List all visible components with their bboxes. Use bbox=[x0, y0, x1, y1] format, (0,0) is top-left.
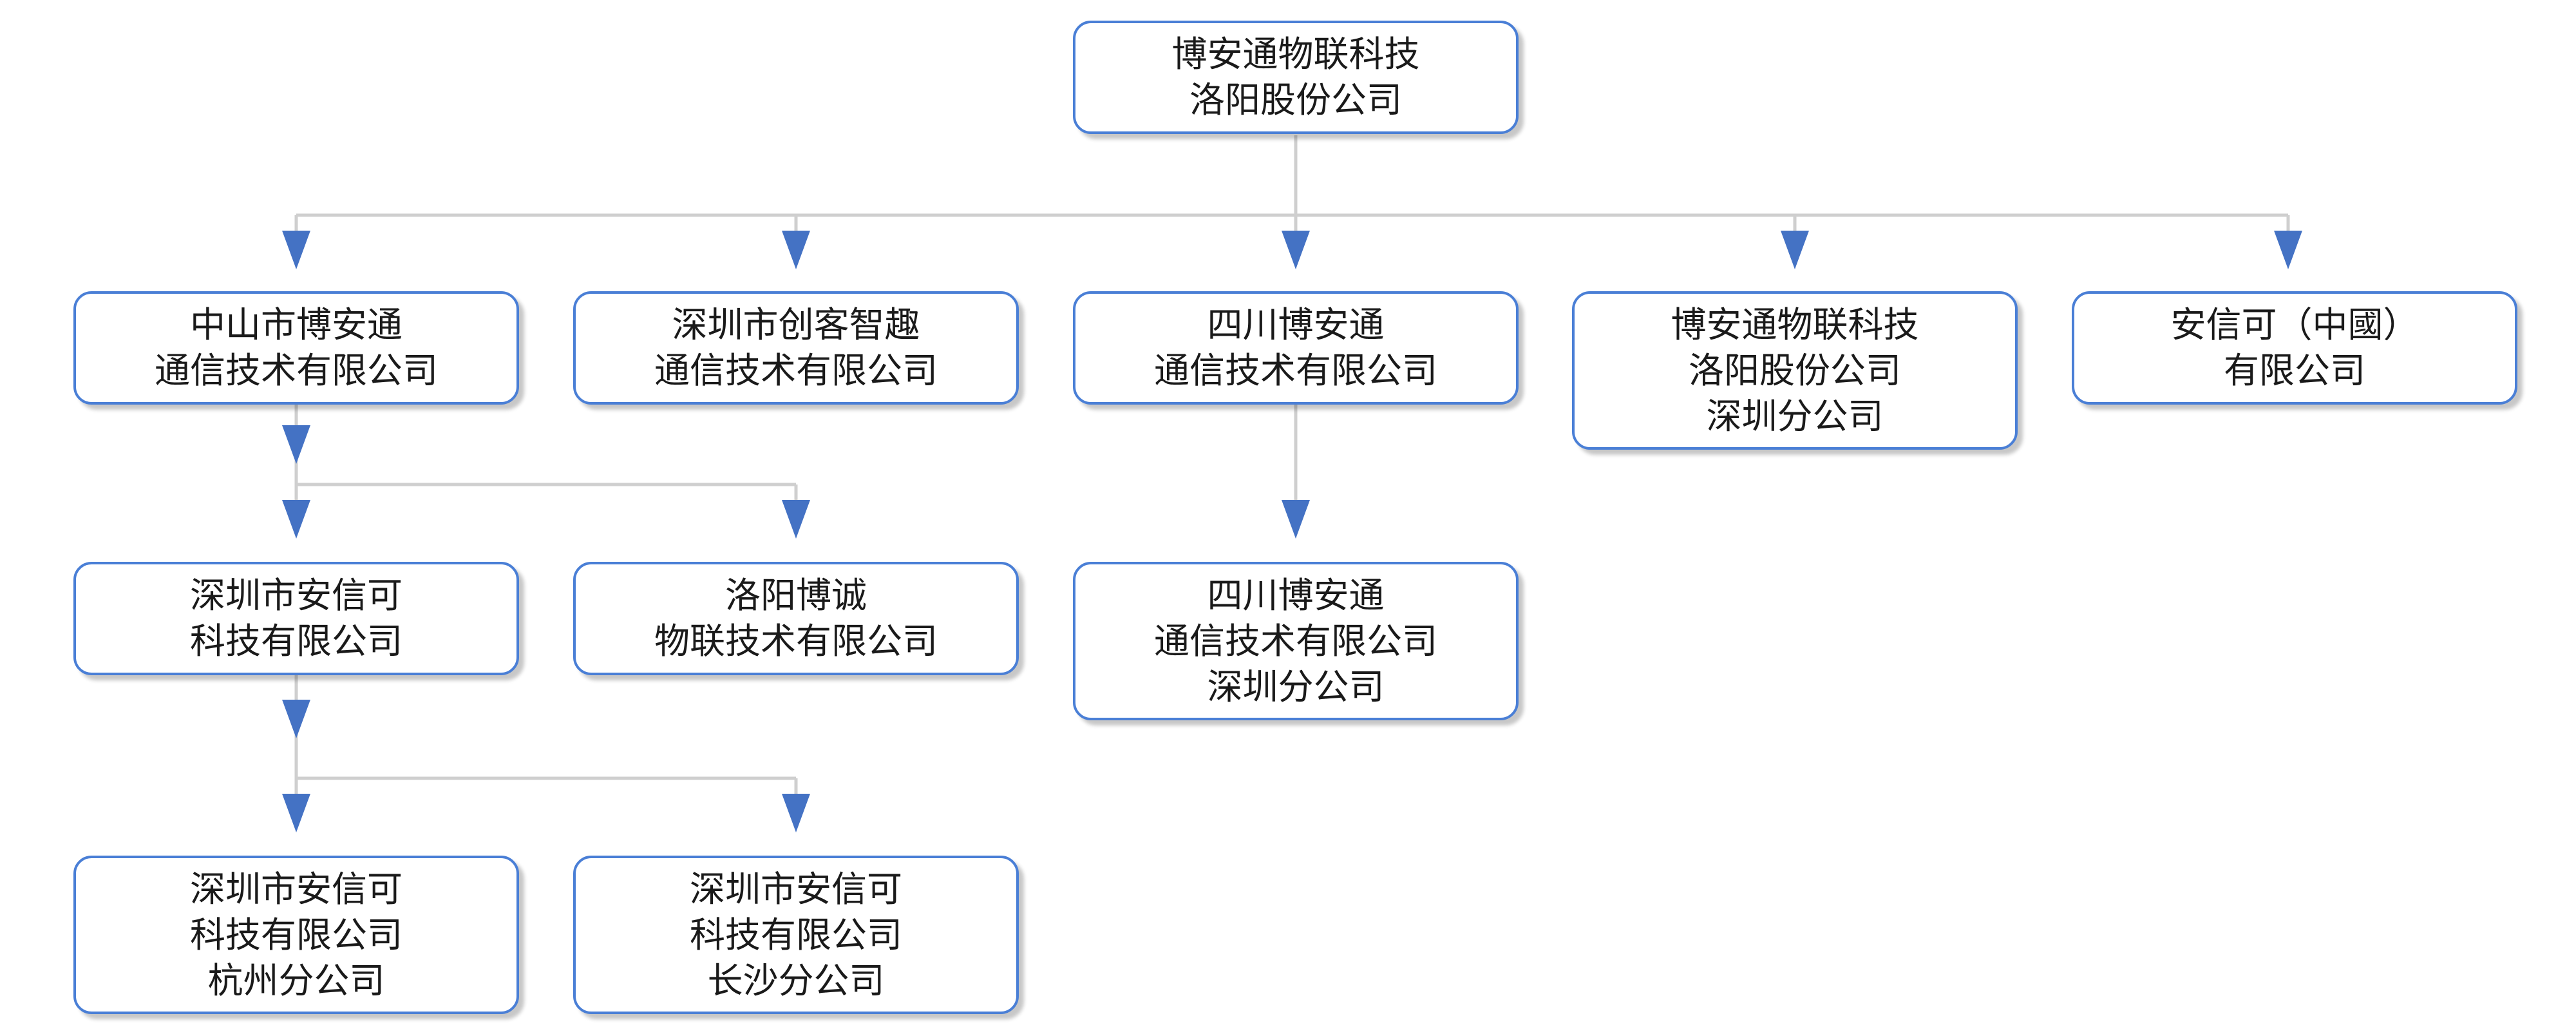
arrow-to-sichuan bbox=[1282, 231, 1310, 269]
arrow-to-luoyang-branch bbox=[1781, 231, 1809, 269]
node-zhongshan[interactable]: 中山市博安通 通信技术有限公司 bbox=[73, 291, 519, 405]
node-shenzhen-anxinke[interactable]: 深圳市安信可 科技有限公司 bbox=[73, 562, 519, 675]
node-zhongshan-line-1: 中山市博安通 bbox=[189, 304, 402, 345]
node-luoyang-bocheng-line-2: 物联技术有限公司 bbox=[654, 620, 938, 662]
node-anxinke-china-line-1: 安信可（中國） bbox=[2170, 304, 2419, 345]
arrow-to-changsha bbox=[782, 794, 810, 832]
node-sichuan[interactable]: 四川博安通 通信技术有限公司 bbox=[1073, 291, 1519, 405]
arrow-to-sichuan-branch bbox=[1282, 500, 1310, 539]
arrow-to-shenzhen-anxinke bbox=[282, 500, 310, 539]
node-root-line-2: 洛阳股份公司 bbox=[1189, 79, 1402, 120]
node-anxinke-hangzhou[interactable]: 深圳市安信可 科技有限公司 杭州分公司 bbox=[73, 856, 519, 1014]
node-anxinke-hangzhou-line-2: 科技有限公司 bbox=[189, 914, 402, 955]
node-anxinke-china-line-2: 有限公司 bbox=[2223, 350, 2365, 391]
node-luoyang-shenzhen-branch-line-1: 博安通物联科技 bbox=[1671, 303, 1919, 345]
arrow-to-chuangke bbox=[782, 231, 810, 269]
node-luoyang-shenzhen-branch-line-2: 洛阳股份公司 bbox=[1688, 349, 1901, 391]
node-sichuan-shenzhen-branch-line-3: 深圳分公司 bbox=[1207, 666, 1385, 707]
node-shenzhen-chuangke-line-1: 深圳市创客智趣 bbox=[672, 304, 920, 345]
node-root[interactable]: 博安通物联科技 洛阳股份公司 bbox=[1073, 21, 1519, 134]
node-luoyang-shenzhen-branch-line-3: 深圳分公司 bbox=[1706, 395, 1884, 437]
arrow-to-zhongshan bbox=[282, 231, 310, 269]
node-shenzhen-anxinke-line-2: 科技有限公司 bbox=[189, 620, 402, 662]
node-luoyang-bocheng-line-1: 洛阳博诚 bbox=[724, 575, 867, 616]
node-sichuan-line-1: 四川博安通 bbox=[1207, 304, 1385, 345]
node-sichuan-shenzhen-branch-line-1: 四川博安通 bbox=[1207, 574, 1385, 616]
node-zhongshan-line-2: 通信技术有限公司 bbox=[154, 350, 438, 391]
node-sichuan-shenzhen-branch-line-2: 通信技术有限公司 bbox=[1153, 620, 1437, 662]
arrow-to-hangzhou bbox=[282, 794, 310, 832]
node-luoyang-shenzhen-branch[interactable]: 博安通物联科技 洛阳股份公司 深圳分公司 bbox=[1572, 291, 2018, 450]
node-shenzhen-anxinke-line-1: 深圳市安信可 bbox=[189, 575, 402, 616]
node-anxinke-changsha-line-2: 科技有限公司 bbox=[689, 914, 902, 955]
node-luoyang-bocheng[interactable]: 洛阳博诚 物联技术有限公司 bbox=[573, 562, 1019, 675]
node-sichuan-shenzhen-branch[interactable]: 四川博安通 通信技术有限公司 深圳分公司 bbox=[1073, 562, 1519, 720]
node-anxinke-hangzhou-line-1: 深圳市安信可 bbox=[189, 868, 402, 910]
node-root-line-1: 博安通物联科技 bbox=[1171, 34, 1420, 75]
node-anxinke-changsha-line-3: 长沙分公司 bbox=[707, 959, 885, 1001]
node-shenzhen-chuangke-line-2: 通信技术有限公司 bbox=[654, 350, 938, 391]
arrowheads bbox=[282, 231, 2302, 832]
arrow-to-bocheng bbox=[782, 500, 810, 539]
node-anxinke-hangzhou-line-3: 杭州分公司 bbox=[207, 959, 385, 1001]
node-anxinke-changsha[interactable]: 深圳市安信可 科技有限公司 长沙分公司 bbox=[573, 856, 1019, 1014]
node-sichuan-line-2: 通信技术有限公司 bbox=[1153, 350, 1437, 391]
arrow-below-shenzhen-anxinke bbox=[282, 700, 310, 738]
arrow-to-anxinke-china bbox=[2274, 231, 2302, 269]
node-shenzhen-chuangke[interactable]: 深圳市创客智趣 通信技术有限公司 bbox=[573, 291, 1019, 405]
node-anxinke-china[interactable]: 安信可（中國） 有限公司 bbox=[2072, 291, 2517, 405]
arrow-below-zhongshan bbox=[282, 425, 310, 464]
node-anxinke-changsha-line-1: 深圳市安信可 bbox=[689, 868, 902, 910]
